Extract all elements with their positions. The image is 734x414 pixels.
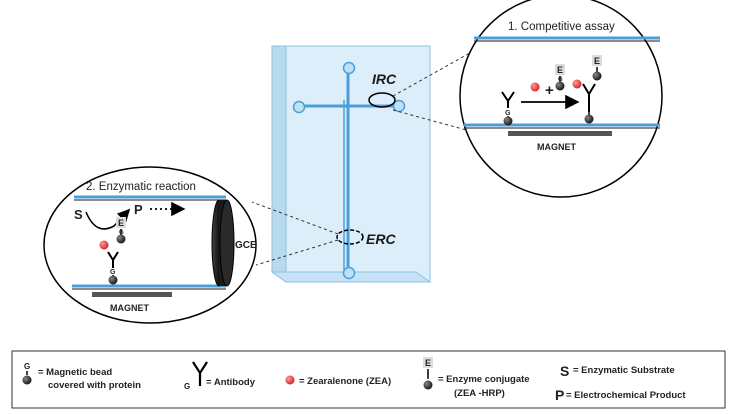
magnet-bar — [92, 292, 172, 297]
reservoir-top — [342, 61, 356, 75]
antibody-g-label: G — [505, 110, 511, 117]
legend-bead-line2: covered with protein — [48, 380, 141, 391]
substrate-symbol: S — [74, 207, 83, 222]
reservoir-bottom — [342, 266, 356, 280]
legend-antibody-label: = Antibody — [206, 377, 256, 388]
enzymatic-reaction-panel: 2. Enzymatic reaction MAGNET GCE S P E G — [43, 166, 257, 324]
competitive-assay-panel: 1. Competitive assay MAGNET G + E G — [459, 0, 663, 198]
product-symbol: P — [134, 202, 143, 217]
conjugate-g-label: G — [558, 77, 563, 83]
antibody-g-label: G — [110, 269, 116, 276]
conjugate-g-label: G — [119, 230, 124, 236]
legend-substrate-label: = Enzymatic Substrate — [573, 365, 675, 376]
gce-label: GCE — [235, 240, 257, 251]
legend-conjugate-icon: E — [423, 357, 433, 390]
legend-bead-icon: G — [22, 362, 32, 385]
legend-product-symbol: P — [555, 387, 564, 403]
plus-sign: + — [545, 82, 554, 99]
irc-label: IRC — [372, 71, 397, 87]
magnet-label: MAGNET — [110, 303, 149, 313]
magnet-bar — [508, 131, 612, 136]
glassy-carbon-electrode — [211, 199, 235, 287]
legend-bead-g: G — [24, 362, 30, 371]
legend-conjugate-line2: (ZEA -HRP) — [454, 388, 505, 399]
bound-complex: E — [572, 55, 602, 124]
reservoir-left — [292, 100, 306, 114]
enzyme-e-label-2: E — [594, 56, 600, 66]
free-enzyme-conjugate: E G — [555, 64, 565, 91]
microfluidic-chip: IRC ERC — [270, 45, 432, 283]
enzyme-e-label: E — [557, 65, 563, 75]
competitive-assay-title: 1. Competitive assay — [508, 21, 615, 33]
legend-bead-line1: = Magnetic bead — [38, 367, 112, 378]
zea-molecule — [530, 82, 540, 92]
erc-label: ERC — [366, 231, 396, 247]
legend-zea-label: = Zearalenone (ZEA) — [299, 376, 391, 387]
zoom-leader-lines — [251, 43, 504, 266]
magnetic-bead — [503, 116, 513, 126]
legend-antibody-icon — [192, 361, 208, 386]
irc-zone — [368, 92, 396, 108]
legend-enzyme-e: E — [425, 358, 431, 368]
enzyme-e-label: E — [118, 218, 124, 228]
legend-product-label: = Electrochemical Product — [566, 390, 686, 401]
enzymatic-reaction-title: 2. Enzymatic reaction — [86, 181, 196, 193]
legend-zea-icon — [285, 375, 295, 385]
legend-substrate-symbol: S — [560, 363, 569, 379]
legend: G = Magnetic bead covered with protein G… — [11, 350, 726, 409]
legend-conjugate-line1: = Enzyme conjugate — [438, 374, 530, 385]
erc-zone — [336, 229, 364, 245]
conversion-arrow — [85, 208, 131, 230]
antibody-bead-complex: G — [501, 91, 515, 126]
magnet-label: MAGNET — [537, 142, 576, 152]
bound-complex: E G G — [99, 217, 126, 285]
legend-antibody-g: G — [184, 382, 190, 391]
